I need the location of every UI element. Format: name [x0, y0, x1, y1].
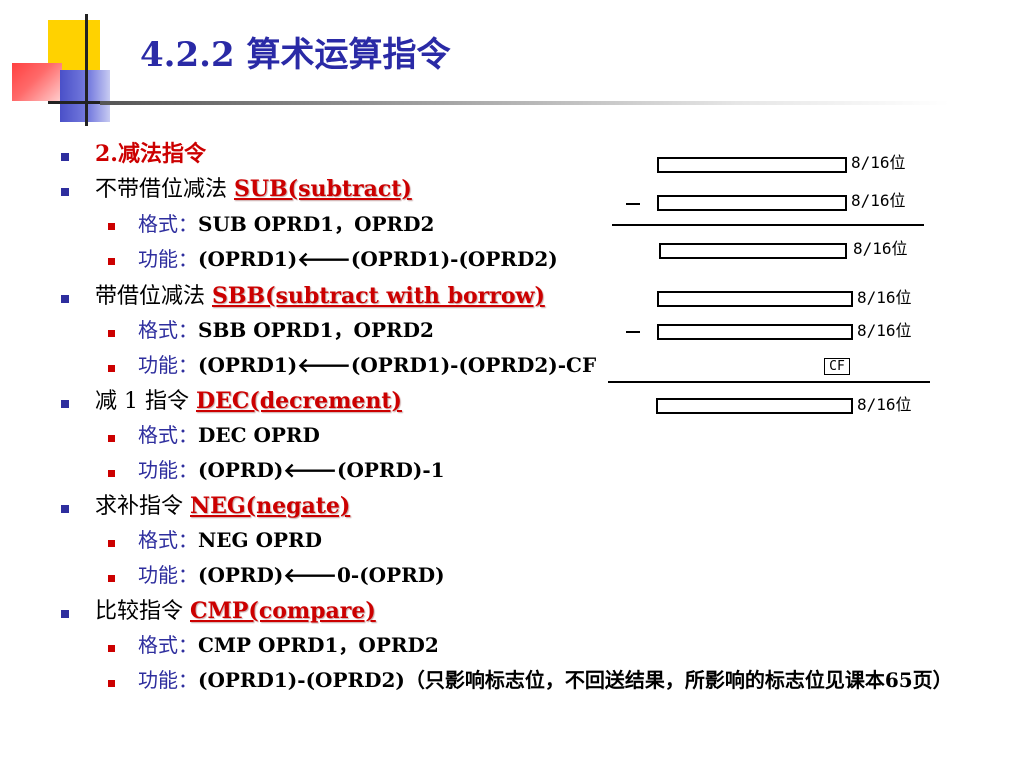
bullet-l1: [61, 610, 69, 618]
bullet-l2: [108, 575, 115, 582]
sbb-format: 格式：SBB OPRD1，OPRD2: [138, 318, 434, 342]
cmp-format: 格式：CMP OPRD1，OPRD2: [138, 633, 439, 657]
item-dec: 减 1 指令 DEC(decrement): [95, 388, 402, 414]
result-register: [659, 243, 847, 259]
carry-flag-box: CF: [824, 358, 850, 375]
bits-label: 8/16位: [851, 153, 906, 172]
result-register: [656, 398, 853, 414]
bullet-l1: [61, 153, 69, 161]
dec-format: 格式：DEC OPRD: [138, 423, 320, 447]
sub-function: 功能：(OPRD1)🡐(OPRD1)-(OPRD2): [138, 247, 558, 271]
item-sub: 不带借位减法 SUB(subtract): [95, 176, 412, 202]
item-neg: 求补指令 NEG(negate): [95, 493, 351, 519]
minus-sign: [626, 331, 640, 333]
neg-function: 功能：(OPRD)🡐0-(OPRD): [138, 563, 445, 587]
bits-label: 8/16位: [857, 288, 912, 307]
bullet-l2: [108, 330, 115, 337]
minus-sign: [626, 203, 640, 205]
bullet-l2: [108, 223, 115, 230]
bullet-l2: [108, 365, 115, 372]
slide-title: 4.2.2 算术运算指令: [140, 35, 451, 75]
deco-horizontal-line: [48, 101, 143, 104]
bits-label: 8/16位: [857, 321, 912, 340]
bits-label: 8/16位: [853, 239, 908, 258]
bullet-l2: [108, 435, 115, 442]
bullet-l2: [108, 680, 115, 687]
bullet-l2: [108, 540, 115, 547]
item-cmp: 比较指令 CMP(compare): [95, 598, 376, 624]
dec-function: 功能：(OPRD)🡐(OPRD)-1: [138, 458, 445, 482]
operand2-register: [657, 324, 853, 340]
title-underline: [100, 101, 950, 105]
bullet-l1: [61, 188, 69, 196]
cmp-function: 功能：(OPRD1)-(OPRD2)（只影响标志位，不回送结果，所影响的标志位见…: [138, 668, 953, 692]
bits-label: 8/16位: [851, 191, 906, 210]
bullet-l1: [61, 505, 69, 513]
bullet-l1: [61, 295, 69, 303]
deco-vertical-line: [85, 14, 88, 126]
sum-rule: [608, 381, 930, 383]
neg-format: 格式：NEG OPRD: [138, 528, 322, 552]
bullet-l2: [108, 258, 115, 265]
item-subtraction-heading: 2.减法指令: [95, 141, 206, 167]
operand1-register: [657, 291, 853, 307]
operand2-register: [657, 195, 847, 211]
sum-rule: [612, 224, 924, 226]
bullet-l2: [108, 470, 115, 477]
bullet-l2: [108, 645, 115, 652]
operand1-register: [657, 157, 847, 173]
bullet-l1: [61, 400, 69, 408]
deco-red-square: [12, 63, 62, 101]
item-sbb: 带借位减法 SBB(subtract with borrow): [95, 283, 545, 309]
sbb-function: 功能：(OPRD1)🡐(OPRD1)-(OPRD2)-CF: [138, 353, 597, 377]
sub-format: 格式：SUB OPRD1，OPRD2: [138, 212, 435, 236]
bits-label: 8/16位: [857, 395, 912, 414]
